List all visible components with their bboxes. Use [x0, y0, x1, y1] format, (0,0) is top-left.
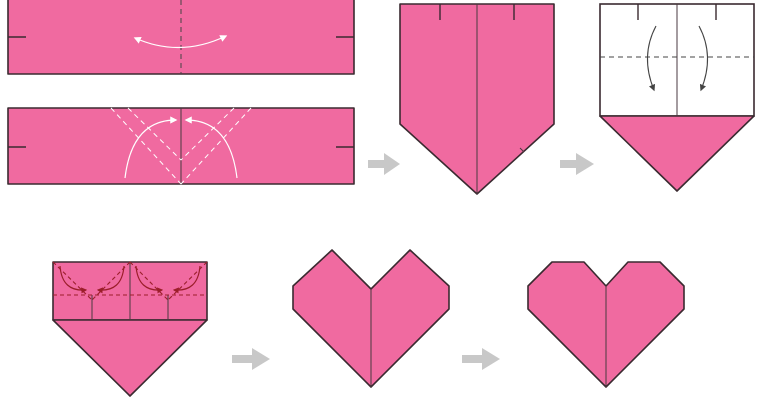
step-7-finished-heart: [528, 262, 684, 387]
step-2-fold-corners-down: [8, 108, 354, 184]
right-arrow-icon: [462, 348, 500, 370]
step-5-fold-top-corners: [53, 262, 207, 396]
right-arrow-icon: [232, 348, 270, 370]
right-arrow-icon: [560, 153, 594, 175]
step-3-pointed-shape: [400, 4, 554, 194]
right-arrow-icon: [368, 153, 400, 175]
step-4-fold-top-flaps-down: [600, 4, 754, 191]
step-transition-arrow: [232, 348, 270, 370]
step-transition-arrow: [560, 153, 594, 175]
step-transition-arrow: [462, 348, 500, 370]
step-transition-arrow: [368, 153, 400, 175]
step-6-angular-heart: [293, 250, 449, 387]
step-1-fold-in-half: [8, 0, 354, 74]
